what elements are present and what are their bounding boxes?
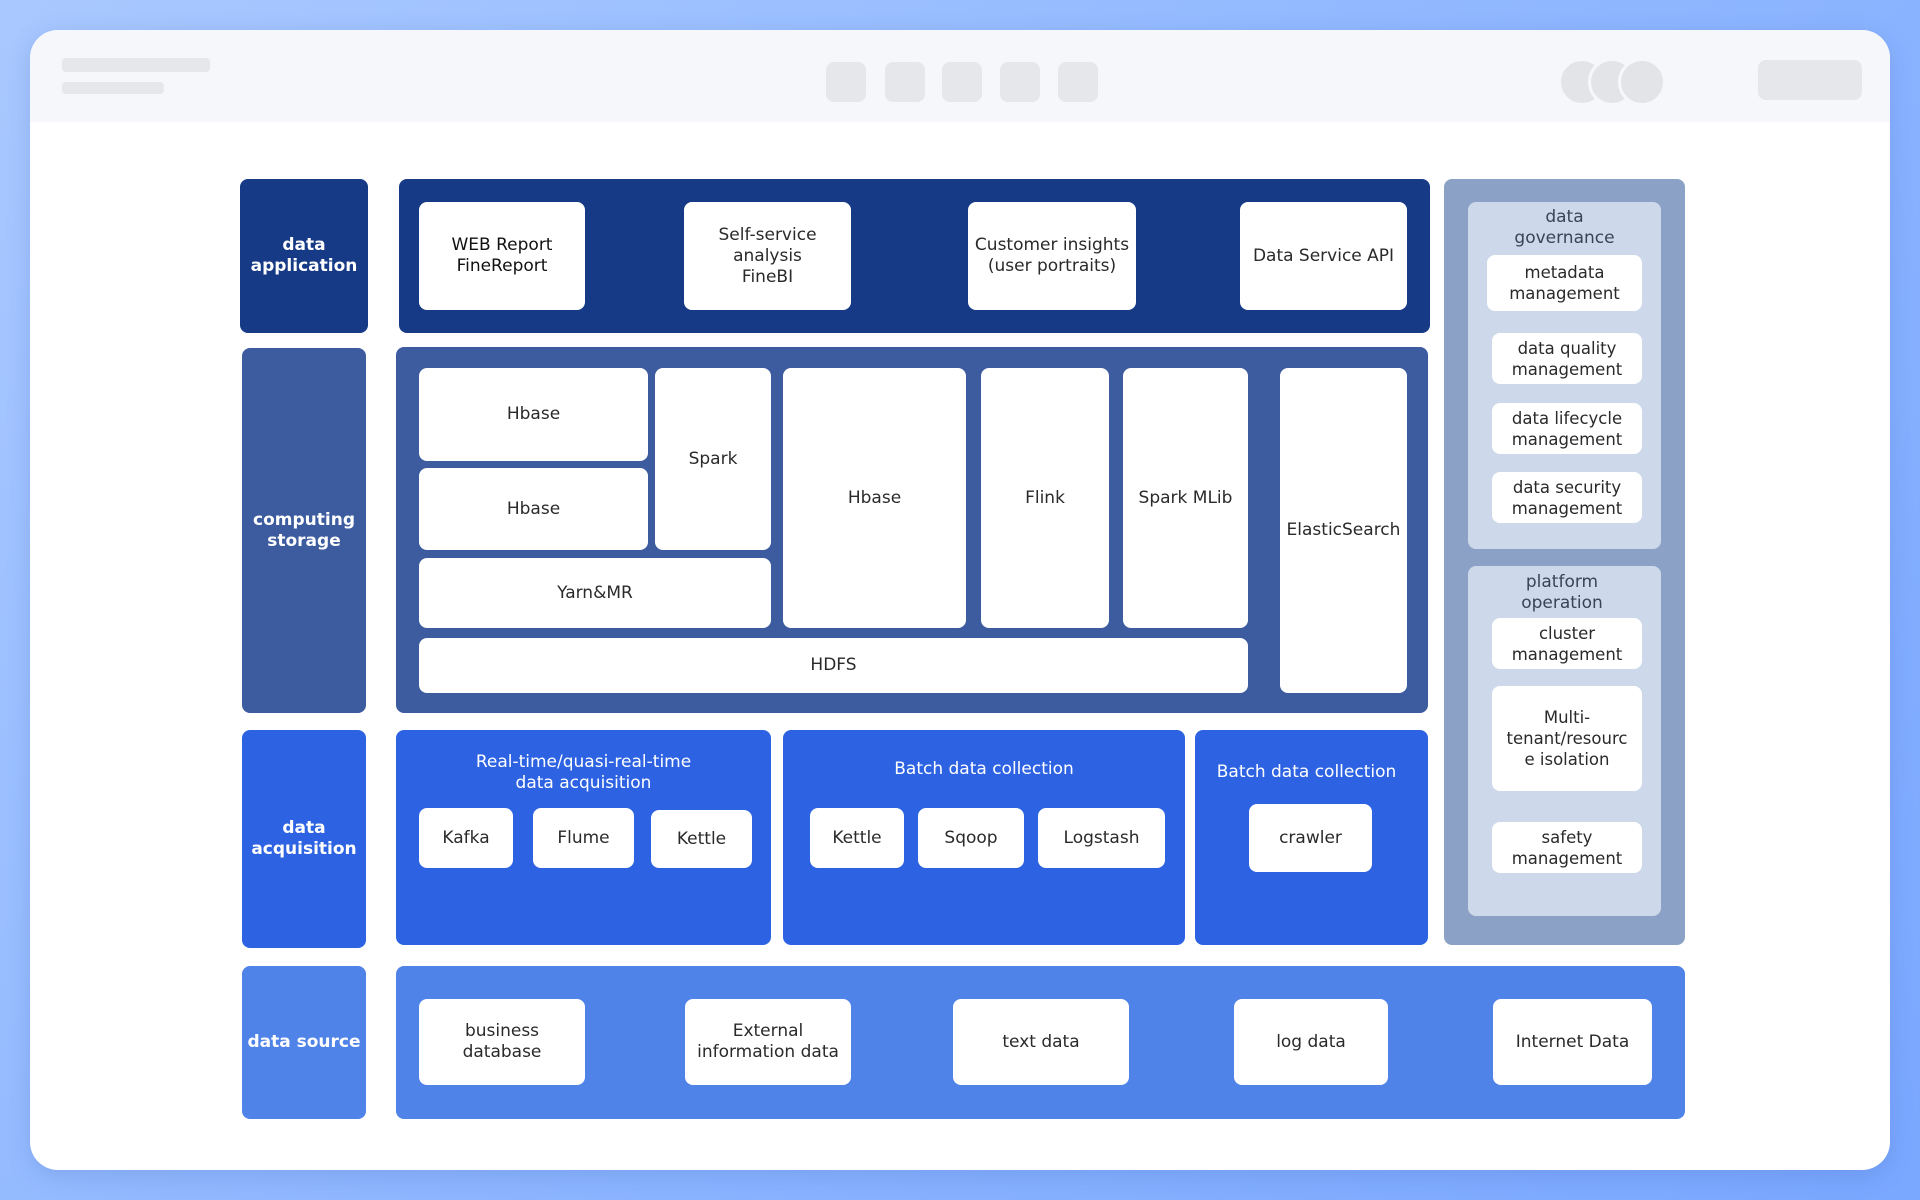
acq-card-label: Logstash	[1063, 827, 1140, 848]
app-card-label: Customer insights (user portraits)	[974, 235, 1130, 276]
comp-card-label: ElasticSearch	[1286, 520, 1401, 540]
op-card-label: safety management	[1511, 827, 1623, 868]
tab-placeholder-5[interactable]	[1058, 62, 1098, 102]
gov-card-data-quality[interactable]: data quality management	[1492, 333, 1642, 384]
op-card-label: cluster management	[1511, 623, 1623, 664]
app-card-customer-insights[interactable]: Customer insights (user portraits)	[968, 202, 1136, 310]
gov-card-data-lifecycle[interactable]: data lifecycle management	[1492, 403, 1642, 454]
op-card-label: Multi- tenant/resourc e isolation	[1506, 708, 1628, 769]
comp-card-hdfs[interactable]: HDFS	[419, 638, 1248, 693]
source-card-text-data[interactable]: text data	[953, 999, 1129, 1085]
comp-card-label: HDFS	[810, 655, 857, 675]
comp-card-label: Flink	[1025, 487, 1065, 508]
operation-title: platform operation	[1521, 572, 1603, 613]
gov-card-label: data security management	[1511, 477, 1623, 518]
layer-label-text: data acquisition	[251, 818, 357, 859]
op-card-cluster[interactable]: cluster management	[1492, 618, 1642, 669]
acq-card-kafka[interactable]: Kafka	[419, 808, 513, 868]
comp-card-spark-mlib[interactable]: Spark MLib	[1123, 368, 1248, 628]
acq-card-flume[interactable]: Flume	[533, 808, 634, 868]
acq-card-label: crawler	[1279, 827, 1342, 848]
gov-card-metadata[interactable]: metadata management	[1487, 255, 1642, 311]
op-card-multi-tenant[interactable]: Multi- tenant/resourc e isolation	[1492, 686, 1642, 791]
acq-card-label: Kafka	[442, 827, 490, 848]
avatar-3[interactable]	[1618, 58, 1666, 106]
comp-card-flink[interactable]: Flink	[981, 368, 1109, 628]
title-placeholder	[62, 58, 210, 72]
tab-placeholder-4[interactable]	[1000, 62, 1040, 102]
layer-label-text: computing storage	[253, 509, 355, 551]
acq-card-crawler[interactable]: crawler	[1249, 804, 1372, 872]
source-card-business-database[interactable]: business database	[419, 999, 585, 1085]
source-card-label: text data	[1002, 1031, 1080, 1052]
acq-batch-1-title: Batch data collection	[894, 759, 1074, 779]
comp-card-label: Spark MLib	[1138, 487, 1233, 508]
action-button-placeholder[interactable]	[1758, 60, 1862, 100]
comp-card-elasticsearch[interactable]: ElasticSearch	[1280, 368, 1407, 693]
acq-card-label: Kettle	[676, 828, 727, 849]
layer-label-data-application: data application	[240, 179, 368, 333]
acq-card-logstash[interactable]: Logstash	[1038, 808, 1165, 868]
tab-placeholder-1[interactable]	[826, 62, 866, 102]
comp-card-label: Yarn&MR	[557, 582, 633, 603]
layer-label-data-acquisition: data acquisition	[242, 730, 366, 948]
comp-card-label: Hbase	[847, 487, 902, 508]
layer-label-computing-storage: computing storage	[242, 348, 366, 713]
app-card-self-service[interactable]: Self-service analysis FineBI	[684, 202, 851, 310]
acq-batch-2-title: Batch data collection	[1216, 762, 1397, 782]
comp-card-yarn-mr[interactable]: Yarn&MR	[419, 558, 771, 628]
app-card-data-service-api[interactable]: Data Service API	[1240, 202, 1407, 310]
source-card-internet-data[interactable]: Internet Data	[1493, 999, 1652, 1085]
op-card-safety[interactable]: safety management	[1492, 822, 1642, 873]
acq-card-kettle-realtime[interactable]: Kettle	[651, 810, 752, 868]
source-card-label: External information data	[697, 1021, 839, 1062]
comp-card-hbase-3[interactable]: Hbase	[783, 368, 966, 628]
governance-title: data governance	[1514, 207, 1615, 248]
acq-realtime-title: Real-time/quasi-real-time data acquisiti…	[475, 752, 692, 793]
gov-card-label: data lifecycle management	[1511, 408, 1623, 449]
app-card-label: Data Service API	[1252, 245, 1395, 266]
app-card-web-report[interactable]: WEB Report FineReport	[419, 202, 585, 310]
layer-label-data-source: data source	[242, 966, 366, 1119]
layer-label-text: data source	[247, 1032, 361, 1052]
acq-card-label: Kettle	[832, 827, 882, 848]
comp-card-label: Hbase	[506, 498, 561, 519]
source-card-external-information[interactable]: External information data	[685, 999, 851, 1085]
gov-card-label: data quality management	[1511, 338, 1623, 379]
gov-card-data-security[interactable]: data security management	[1492, 472, 1642, 523]
layer-label-text: data application	[250, 235, 358, 276]
source-card-label: log data	[1276, 1031, 1346, 1052]
tab-placeholder-2[interactable]	[885, 62, 925, 102]
app-card-label: Self-service analysis FineBI	[718, 224, 817, 287]
comp-card-hbase-2[interactable]: Hbase	[419, 468, 648, 550]
source-card-label: business database	[462, 1021, 542, 1062]
source-card-label: Internet Data	[1515, 1031, 1630, 1052]
comp-card-label: Hbase	[506, 404, 561, 424]
acq-card-kettle-batch[interactable]: Kettle	[810, 808, 904, 868]
comp-card-spark[interactable]: Spark	[655, 368, 771, 550]
gov-card-label: metadata management	[1509, 263, 1620, 303]
window-toolbar	[30, 30, 1890, 122]
acq-card-sqoop[interactable]: Sqoop	[918, 808, 1024, 868]
acq-card-label: Flume	[557, 827, 610, 848]
acq-card-label: Sqoop	[944, 827, 998, 848]
comp-card-label: Spark	[688, 448, 738, 469]
tab-placeholder-3[interactable]	[942, 62, 982, 102]
source-card-log-data[interactable]: log data	[1234, 999, 1388, 1085]
subtitle-placeholder	[62, 82, 164, 94]
app-card-label: WEB Report FineReport	[451, 235, 553, 276]
comp-card-hbase-1[interactable]: Hbase	[419, 368, 648, 461]
